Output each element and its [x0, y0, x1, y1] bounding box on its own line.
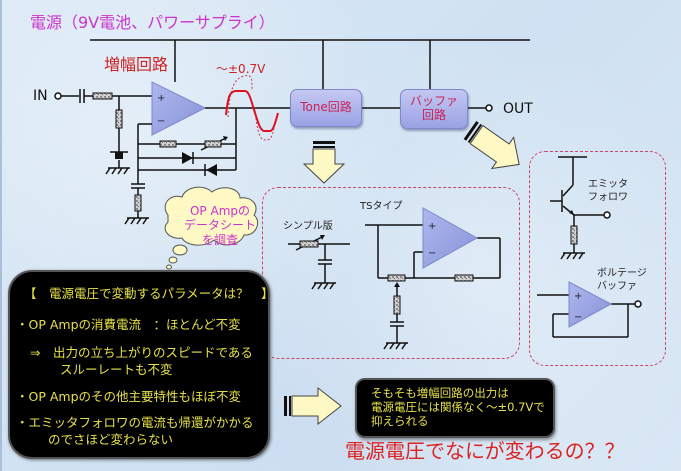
power-rail [90, 39, 530, 89]
buffer-opamp [568, 281, 613, 328]
ts-opamp [422, 207, 479, 269]
cloud-line-3: を調査 [201, 232, 238, 247]
tone-circuit-block[interactable]: Tone回路 [290, 89, 362, 127]
panel-heading: 【 電源電圧で変動するパラメータは？ 】 [24, 286, 274, 301]
emitter-follower-circuit [550, 156, 611, 260]
ground-resistor [134, 194, 142, 212]
main-opamp [151, 81, 207, 136]
input-label: IN [33, 88, 48, 104]
panel-item-1-sub-1: ⇒ 出力の立ち上がりのスピードである [30, 345, 253, 360]
right-arrow [284, 386, 342, 426]
cloud-line-1: OP Ampの [189, 204, 250, 218]
signal-line [205, 104, 493, 112]
clip-diode-forward [182, 152, 193, 164]
buffer-options-box [529, 151, 666, 366]
diagonal-arrow [463, 120, 520, 170]
bias-component [115, 152, 123, 159]
input-resistor [92, 92, 113, 100]
note-line-2: 電源電圧には関係なく～±0.7Vで [371, 400, 545, 414]
down-arrow [302, 141, 346, 184]
svg-text:+: + [574, 291, 582, 302]
voltage-buffer-circuit [537, 294, 642, 338]
buffer-circuit-block[interactable]: バッファ 回路 [400, 89, 468, 129]
thought-cloud [164, 186, 259, 270]
feedback-resistor [159, 140, 177, 148]
svg-text:−: − [574, 312, 582, 323]
ts-type-label: TSタイプ [360, 201, 403, 212]
svg-text:−: − [157, 116, 165, 127]
page-title: 電源（9V電池、パワーサプライ） [30, 13, 275, 32]
amplifier-label: 増幅回路 [104, 55, 169, 74]
clipped-waveform [225, 75, 279, 141]
svg-text:−: − [428, 248, 436, 259]
thought-cloud-text: OP Ampの データシート を調査 [175, 204, 265, 247]
panel-item-3-line-2: のでさほど変わらない [48, 432, 174, 447]
panel-item-1-sub-2: スルーレートも不変 [60, 362, 173, 377]
amplitude-label: ～±0.7V [216, 62, 266, 76]
buffer-block-label-2: 回路 [421, 108, 446, 122]
input-chain [54, 89, 152, 175]
tone-block-label: Tone回路 [300, 100, 352, 115]
bias-resistor [115, 109, 123, 129]
panel-item-1: ・OP Ampの消費電流 ：ほとんど不変 [16, 317, 241, 332]
tone-options-box [262, 187, 520, 359]
svg-text:+: + [157, 93, 165, 104]
parameter-panel: 【 電源電圧で変動するパラメータは？ 】 ・OP Ampの消費電流 ：ほとんど不… [8, 270, 274, 459]
panel-item-2: ・OP Ampのその他主要特性もほぼ不変 [16, 389, 242, 404]
main-question: 電源電圧でなにが変わるの？？ [345, 439, 625, 463]
cloud-line-2: データシート [183, 218, 256, 233]
panel-item-3-line-1: ・エミッタフォロワの電流も帰還がかかる [16, 415, 254, 430]
buffer-block-label-1: バッファ [409, 94, 458, 109]
simple-version-label: シンプル版 [283, 221, 333, 232]
note-line-1: そもそも増幅回路の出力は [371, 386, 509, 400]
voltage-buffer-label-1: ボルテージ [597, 268, 647, 279]
emitter-follower-label-2: フォロワ [588, 192, 628, 203]
note-line-3: 抑えられる [371, 414, 429, 428]
svg-text:+: + [428, 221, 436, 232]
gain-potentiometer [204, 140, 222, 148]
simple-tone-circuit [288, 236, 350, 290]
clip-diode-reverse [206, 164, 217, 176]
output-label: OUT [503, 101, 533, 117]
output-note: そもそも増幅回路の出力は 電源電圧には関係なく～±0.7Vで 抑えられる [355, 378, 555, 438]
emitter-follower-label-1: エミッタ [588, 179, 628, 190]
ts-tone-circuit [365, 224, 501, 350]
voltage-buffer-label-2: バッファ [597, 281, 637, 292]
